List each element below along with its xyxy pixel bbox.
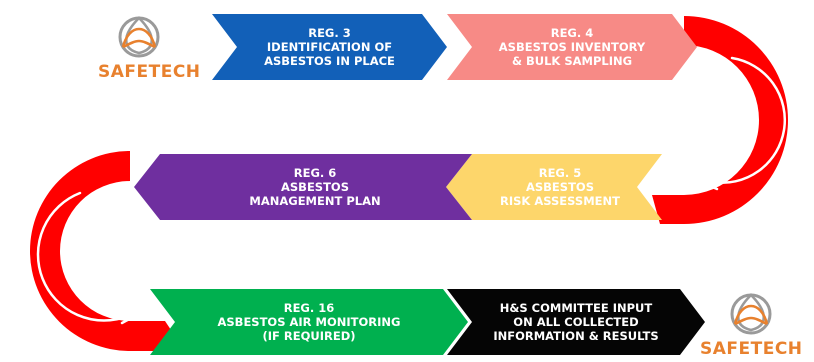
right-curve-connector — [652, 16, 788, 224]
left-curve-arrow-head — [120, 308, 135, 325]
reg16-label: REG. 16 ASBESTOS AIR MONITORING (IF REQU… — [175, 289, 443, 355]
reg4-line-2: ASBESTOS INVENTORY — [498, 40, 646, 54]
reg3-chevron — [212, 14, 447, 80]
reg16-line-3: (IF REQUIRED) — [262, 329, 356, 343]
reg3-line-3: ASBESTOS IN PLACE — [264, 54, 395, 68]
reg6-chevron — [134, 154, 472, 220]
reg6-line-2: ASBESTOS — [281, 180, 349, 194]
reg6-line-3: MANAGEMENT PLAN — [249, 194, 381, 208]
committee-line-1: H&S COMMITTEE INPUT — [499, 301, 653, 315]
reg4-chevron — [447, 14, 697, 80]
reg4-label: REG. 4 ASBESTOS INVENTORY & BULK SAMPLIN… — [472, 14, 672, 80]
left-curve-connector — [30, 151, 185, 351]
logo-text-top: SAFETECH — [98, 62, 201, 82]
triquetra-icon — [118, 16, 160, 58]
reg6-label: REG. 6 ASBESTOS MANAGEMENT PLAN — [170, 154, 460, 220]
logo-text-bottom: SAFETECH — [700, 339, 803, 359]
reg5-line-2: ASBESTOS — [525, 180, 594, 194]
reg3-label: REG. 3 IDENTIFICATION OF ASBESTOS IN PLA… — [237, 14, 422, 80]
reg4-line-1: REG. 4 — [550, 26, 594, 40]
committee-line-3: INFORMATION & RESULTS — [493, 329, 659, 343]
reg3-line-1: REG. 3 — [308, 26, 351, 40]
left-curve-arrow-line — [36, 191, 130, 322]
reg16-line-2: ASBESTOS AIR MONITORING — [217, 315, 401, 329]
reg5-label: REG. 5 ASBESTOS RISK ASSESSMENT — [475, 154, 645, 220]
committee-label: H&S COMMITTEE INPUT ON ALL COLLECTED INF… — [472, 289, 680, 355]
committee-chevron — [447, 289, 705, 355]
right-curve-arrow-line — [710, 56, 786, 184]
reg4-line-3: & BULK SAMPLING — [511, 54, 633, 68]
reg16-line-1: REG. 16 — [283, 301, 335, 315]
triquetra-icon — [730, 293, 772, 335]
committee-line-2: ON ALL COLLECTED — [513, 315, 639, 329]
reg5-line-3: RISK ASSESSMENT — [500, 194, 620, 208]
reg3-line-2: IDENTIFICATION OF — [266, 40, 393, 54]
reg5-line-1: REG. 5 — [538, 166, 582, 180]
right-curve-arrow-head — [703, 174, 719, 191]
reg5-chevron — [446, 154, 662, 220]
reg6-line-1: REG. 6 — [293, 166, 337, 180]
reg16-chevron — [150, 289, 468, 355]
